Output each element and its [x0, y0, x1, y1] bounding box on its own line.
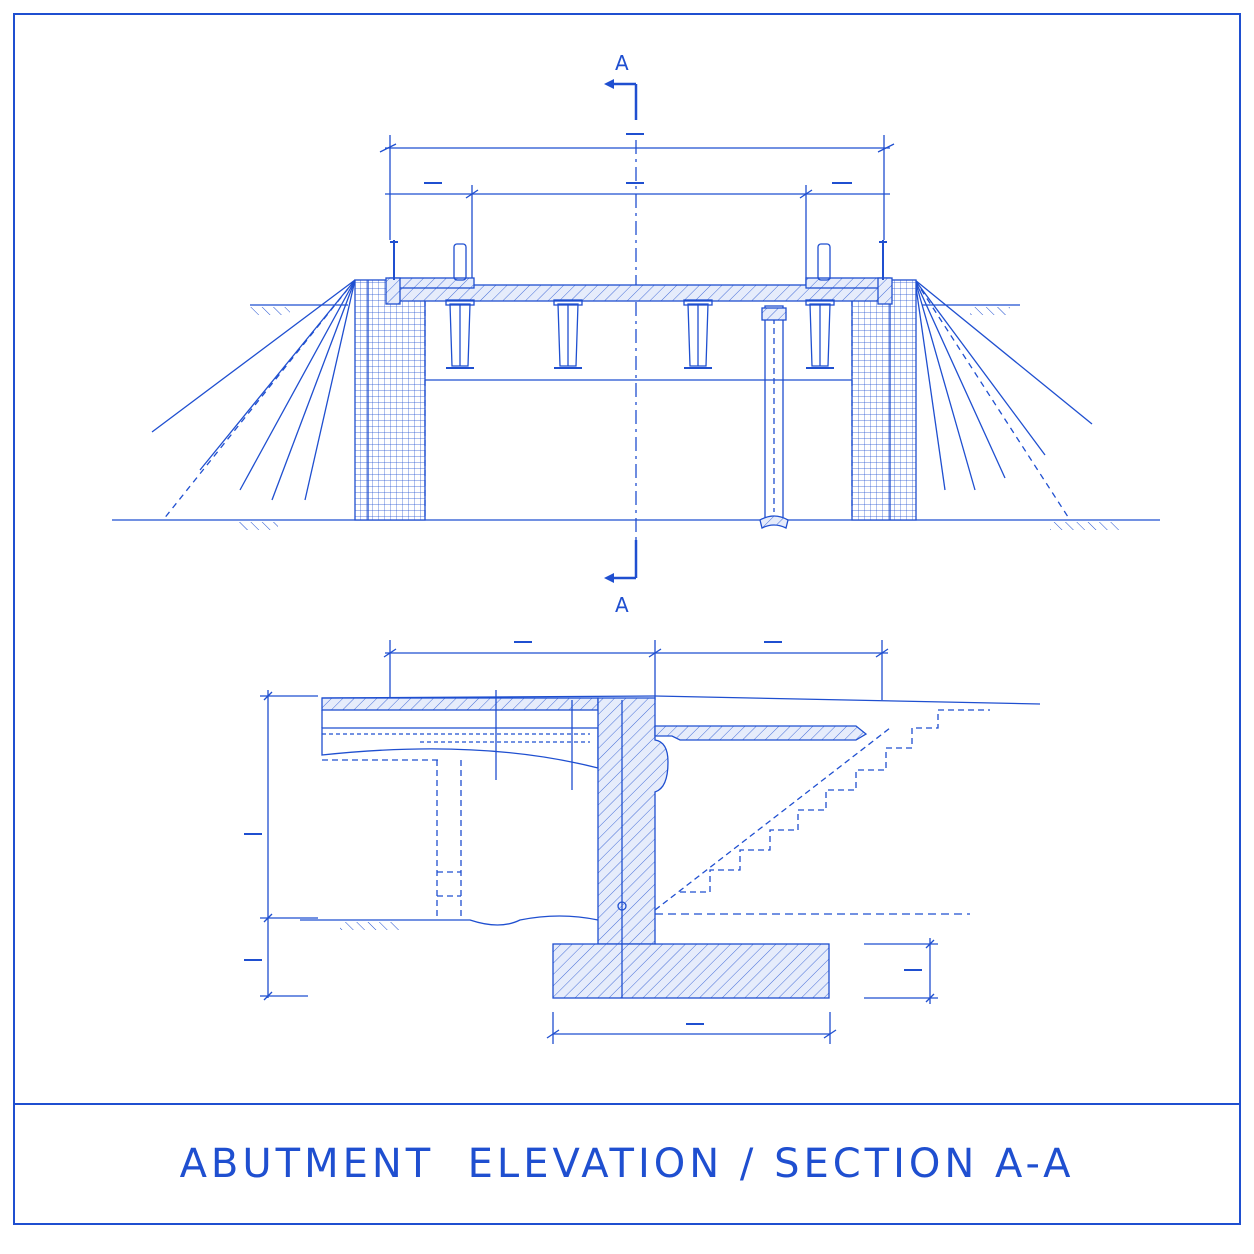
- sheet-border: [13, 13, 1241, 1225]
- section-view: 1°: [244, 640, 1041, 1044]
- abutment-footing: [552, 943, 830, 999]
- overall-dimension: [379, 135, 895, 240]
- right-abutment-wall: [851, 279, 917, 521]
- girder-2: [553, 299, 583, 369]
- title-block: ABUTMENT ELEVATION / SECTION A-A: [14, 1104, 1240, 1224]
- girder-1: [445, 299, 475, 369]
- left-deck-end: [385, 277, 401, 305]
- section-mark-bottom: A: [604, 540, 638, 617]
- left-light-pole: [390, 240, 398, 280]
- section-mark-top: A: [604, 51, 644, 135]
- girder-3: [683, 299, 713, 369]
- left-abutment-wall: [354, 279, 426, 521]
- approach-slab: [654, 725, 868, 741]
- excavation-steps: [680, 709, 990, 893]
- footing-width-dimension: [546, 1012, 837, 1044]
- drain-hole: [617, 901, 627, 911]
- elevation-view: A: [112, 51, 1160, 617]
- section-left-dimension: [244, 690, 318, 1001]
- right-light-pole: [879, 240, 887, 280]
- section-mark-top-label: A: [615, 51, 629, 75]
- section-pier: [436, 760, 462, 920]
- right-deck-end: [877, 277, 893, 305]
- footing-depth-dimension: [864, 938, 938, 1004]
- right-parapet-post: [817, 243, 831, 281]
- left-parapet-post: [453, 243, 467, 281]
- section-deck-slab: [321, 697, 599, 711]
- right-wing-fan: [914, 279, 1093, 521]
- original-ground: [300, 915, 599, 926]
- drawing-title: ABUTMENT ELEVATION / SECTION A-A: [179, 1141, 1075, 1187]
- pier-column: [759, 305, 789, 529]
- section-mark-bottom-label: A: [615, 593, 629, 617]
- span-dimension: [385, 182, 890, 285]
- section-top-dimension: [383, 640, 889, 700]
- left-wing-fan: [151, 279, 356, 521]
- girder-4: [805, 299, 835, 369]
- section-girder: [321, 727, 599, 769]
- abutment-stem: [597, 697, 669, 945]
